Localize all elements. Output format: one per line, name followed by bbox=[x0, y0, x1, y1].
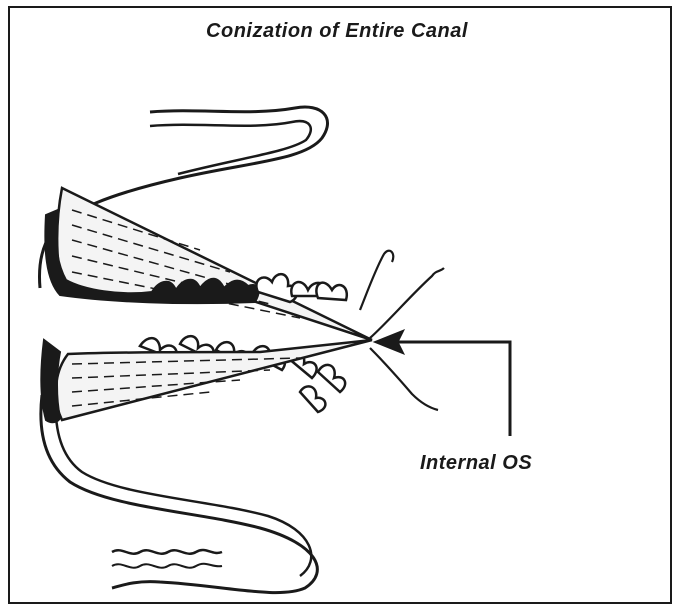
lower-wavy-edge bbox=[112, 550, 222, 554]
pointer-line bbox=[392, 342, 510, 436]
lower-cervical-wall-inner bbox=[56, 395, 312, 576]
upper-cervical-wall-inner bbox=[150, 121, 311, 174]
internal-os-label: Internal OS bbox=[420, 452, 532, 475]
lower-canal-lining bbox=[41, 340, 60, 422]
lower-wavy-edge-2 bbox=[112, 564, 222, 568]
lower-cervical-wall-outer bbox=[41, 395, 317, 593]
